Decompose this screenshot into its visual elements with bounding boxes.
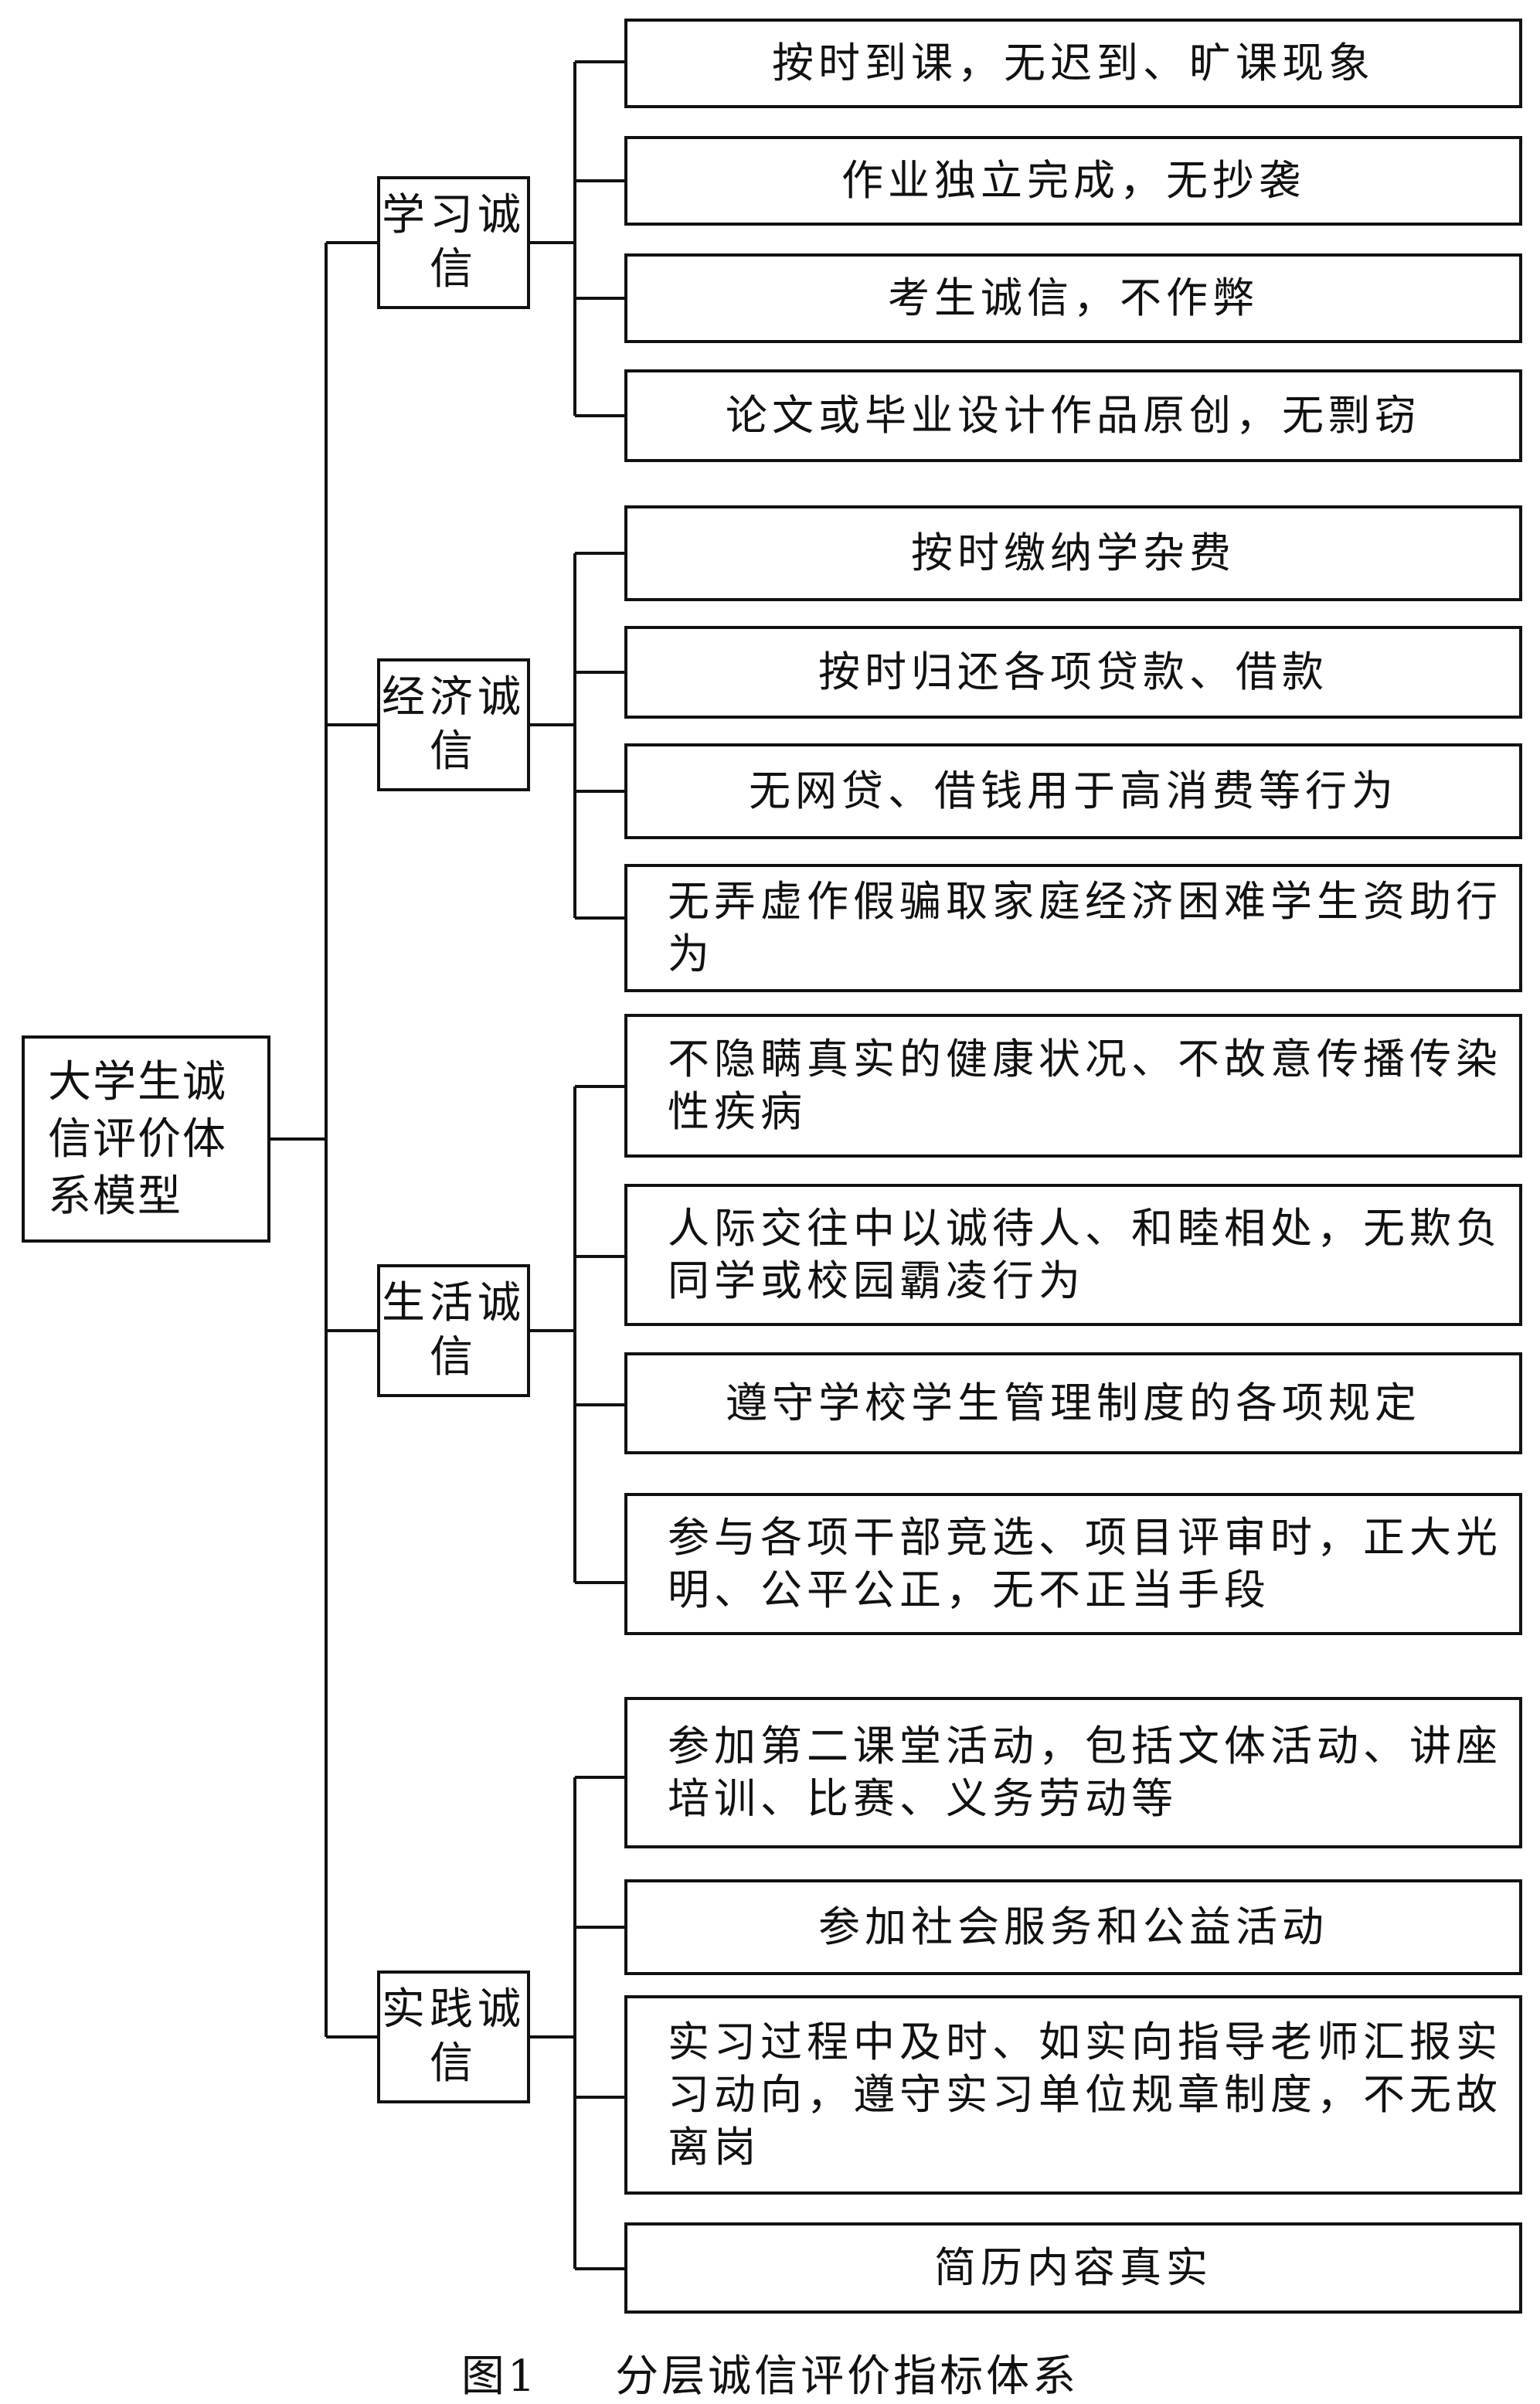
indicator-text: 作业独立完成，无抄袭: [841, 156, 1305, 205]
indicator-box: 实习过程中及时、如实向指导老师汇报实习动向，遵守实习单位规章制度，不无故离岗: [624, 1995, 1522, 2195]
indicator-box: 不隐瞒真实的健康状况、不故意传播传染性疾病: [624, 1014, 1522, 1158]
indicator-text: 无网贷、借钱用于高消费等行为: [749, 767, 1398, 815]
indicator-text: 人际交往中以诚待人、和睦相处，无欺负同学或校园霸凌行为: [668, 1204, 1502, 1305]
indicator-box: 参加社会服务和公益活动: [624, 1879, 1522, 1975]
category-node-economic: 经济诚信: [377, 658, 530, 791]
indicator-box: 无弄虚作假骗取家庭经济困难学生资助行为: [624, 864, 1522, 992]
figure-caption: 图1 分层诚信评价指标体系: [0, 2341, 1540, 2404]
indicator-box: 论文或毕业设计作品原创，无剽窃: [624, 369, 1522, 462]
indicator-box: 按时缴纳学杂费: [624, 505, 1522, 601]
indicator-text: 按时到课，无迟到、旷课现象: [772, 39, 1375, 87]
indicator-text: 考生诚信，不作弊: [888, 274, 1259, 322]
indicator-text: 遵守学校学生管理制度的各项规定: [726, 1379, 1421, 1427]
category-label: 学习诚信: [382, 190, 525, 294]
category-label: 实践诚信: [382, 1984, 525, 2089]
indicator-box: 参与各项干部竞选、项目评审时，正大光明、公平公正，无不正当手段: [624, 1493, 1522, 1635]
indicator-text: 按时归还各项贷款、借款: [818, 648, 1328, 696]
indicator-box: 考生诚信，不作弊: [624, 253, 1522, 343]
indicator-box: 参加第二课堂活动，包括文体活动、讲座培训、比赛、义务劳动等: [624, 1697, 1522, 1848]
indicator-box: 人际交往中以诚待人、和睦相处，无欺负同学或校园霸凌行为: [624, 1184, 1522, 1326]
category-node-study: 学习诚信: [377, 176, 530, 309]
indicator-box: 简历内容真实: [624, 2222, 1522, 2314]
indicator-text: 无弄虚作假骗取家庭经济困难学生资助行为: [668, 877, 1502, 978]
indicator-text: 参加社会服务和公益活动: [818, 1902, 1328, 1951]
indicator-box: 遵守学校学生管理制度的各项规定: [624, 1352, 1522, 1454]
indicator-text: 论文或毕业设计作品原创，无剽窃: [726, 391, 1421, 440]
category-label: 经济诚信: [382, 672, 525, 777]
figure-title: 分层诚信评价指标体系: [615, 2351, 1079, 2402]
figure-number: 图1: [461, 2351, 539, 2402]
root-label: 大学生诚信评价体系模型: [48, 1057, 227, 1222]
indicator-text: 实习过程中及时、如实向指导老师汇报实习动向，遵守实习单位规章制度，不无故离岗: [668, 2018, 1502, 2171]
indicator-text: 不隐瞒真实的健康状况、不故意传播传染性疾病: [668, 1035, 1502, 1136]
indicator-text: 参加第二课堂活动，包括文体活动、讲座培训、比赛、义务劳动等: [668, 1722, 1502, 1823]
indicator-box: 按时归还各项贷款、借款: [624, 626, 1522, 719]
root-node: 大学生诚信评价体系模型: [22, 1035, 270, 1243]
category-label: 生活诚信: [382, 1278, 525, 1382]
category-node-practice: 实践诚信: [377, 1970, 530, 2103]
indicator-box: 无网贷、借钱用于高消费等行为: [624, 743, 1522, 839]
category-node-life: 生活诚信: [377, 1264, 530, 1397]
indicator-text: 按时缴纳学杂费: [911, 529, 1236, 577]
indicator-text: 简历内容真实: [934, 2243, 1212, 2292]
indicator-text: 参与各项干部竞选、项目评审时，正大光明、公平公正，无不正当手段: [668, 1513, 1502, 1614]
indicator-box: 作业独立完成，无抄袭: [624, 136, 1522, 226]
indicator-box: 按时到课，无迟到、旷课现象: [624, 19, 1522, 108]
